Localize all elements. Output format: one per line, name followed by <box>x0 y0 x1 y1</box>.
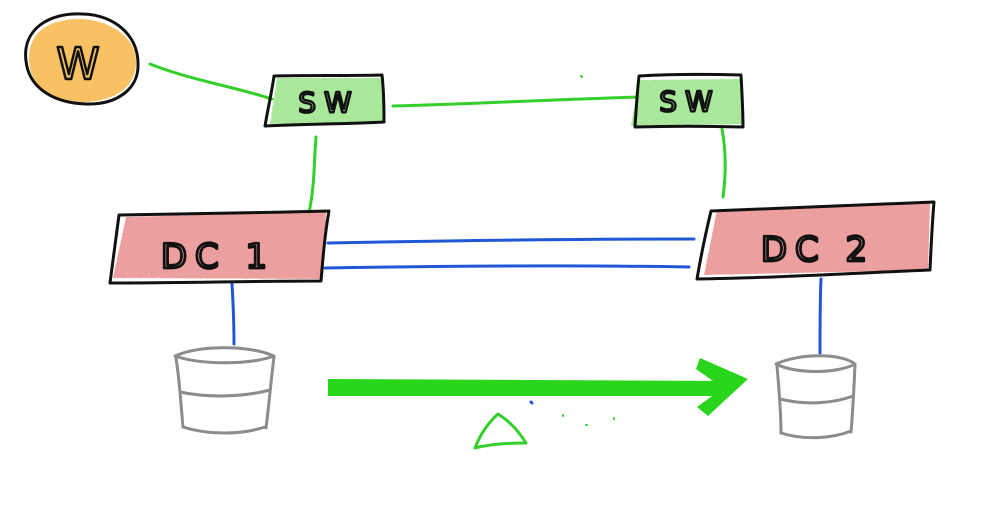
switch-left-node: SW <box>263 73 386 128</box>
switch-right-fill <box>631 79 743 126</box>
dc2-label: DC 2 <box>761 230 875 270</box>
dc2-outline <box>695 200 936 281</box>
switch-right-outline <box>633 72 745 129</box>
database-left <box>173 346 276 435</box>
dc1-fill <box>113 211 326 279</box>
switch-left-outline <box>263 73 386 128</box>
switch-left-fill <box>270 78 385 124</box>
dc-link-top <box>326 237 696 245</box>
delta-outline <box>473 412 528 450</box>
left-switch-to-dc1-link <box>307 135 318 215</box>
dc1-outline <box>108 209 331 285</box>
replication-arrow <box>328 358 748 416</box>
database-left-band-2 <box>181 425 267 435</box>
right-switch-to-dc2-link <box>720 127 727 199</box>
dc2-fill <box>704 202 930 275</box>
w-to-switch-link <box>148 62 274 101</box>
w-node: W <box>24 12 140 106</box>
blue-dot <box>529 400 534 405</box>
database-right-band-1 <box>778 394 855 405</box>
database-right-top <box>774 354 857 373</box>
database-right-band-2 <box>779 429 853 440</box>
database-left-band-1 <box>178 388 272 398</box>
database-right-side-right <box>849 363 857 434</box>
database-left-side-right <box>264 355 276 430</box>
dc1-node: DC 1 <box>108 209 331 285</box>
w-label: W <box>56 39 108 90</box>
green-links <box>148 62 727 426</box>
dc1-to-db-link <box>230 282 236 346</box>
dc-link-bottom <box>323 264 691 270</box>
arrow-head <box>696 358 748 416</box>
arrow-shaft <box>328 379 724 396</box>
database-left-top <box>173 346 276 365</box>
database-right <box>774 354 857 440</box>
dc1-label: DC 1 <box>161 237 275 277</box>
switch-right-label: SW <box>659 85 720 118</box>
switch-left-label: SW <box>298 86 359 119</box>
switch-to-switch-link <box>391 95 641 108</box>
w-fill <box>29 19 136 102</box>
delta-symbol <box>473 412 528 450</box>
database-left-side-left <box>174 356 185 429</box>
switch-right-node: SW <box>631 72 745 129</box>
blue-links <box>230 237 823 405</box>
dc2-node: DC 2 <box>695 200 936 281</box>
dc2-to-db-link <box>818 277 823 355</box>
w-outline <box>24 12 140 106</box>
green-mark-small <box>580 75 583 78</box>
